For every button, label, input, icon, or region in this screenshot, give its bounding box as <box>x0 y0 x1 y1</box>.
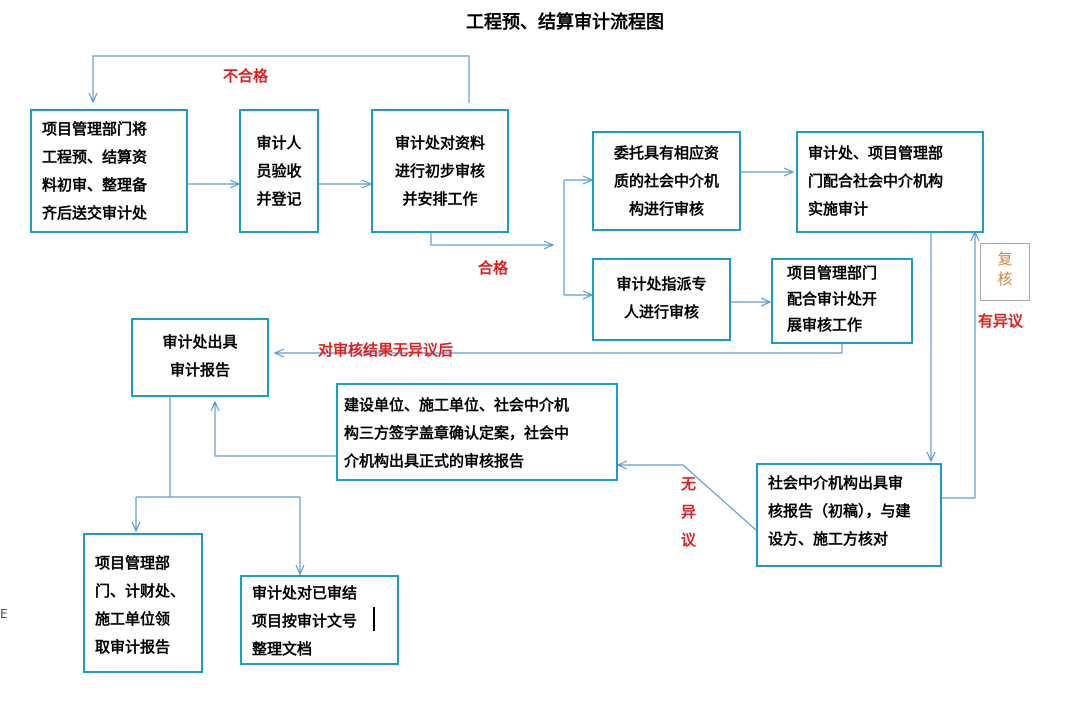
node-archive: 审计处对已审结 项目按审计文号 整理文档 <box>240 575 399 665</box>
node-issue-report: 审计处出具 审计报告 <box>131 318 269 397</box>
arrow-no-objection-after <box>275 343 843 353</box>
node-receive-register: 审计人 员验收 并登记 <box>239 109 319 233</box>
text-cursor <box>373 607 375 631</box>
node-receive-report: 项目管理部 门、计财处、 施工单位领 取审计报告 <box>83 533 203 673</box>
node-assign-staff: 审计处指派专 人进行审核 <box>592 258 731 341</box>
node-cooperate-audit: 项目管理部门 配合审计处开 展审核工作 <box>771 258 913 344</box>
node-entrust-intermediary: 委托具有相应资 质的社会中介机 构进行审核 <box>592 131 741 231</box>
arrow-sign-issue <box>215 402 336 457</box>
arrow-preliminary-qualified <box>430 232 553 245</box>
node-cooperate-intermediary: 审计处、项目管理部 门配合社会中介机构 实施审计 <box>796 131 984 233</box>
arrow-draft-sign <box>618 465 757 531</box>
node-sign-confirm: 建设单位、施工单位、社会中介机 构三方签字盖章确认定案，社会中 介机构出具正式的… <box>336 383 618 481</box>
node-submit-materials: 项目管理部门将 工程预、结算资 料初审、整理备 齐后送交审计处 <box>30 109 188 233</box>
node-draft-report: 社会中介机构出具审 核报告（初稿），与建 设方、施工方核对 <box>756 463 942 567</box>
review-note-box: 复 核 <box>980 243 1030 301</box>
label-no-objection-vertical: 无 异 议 <box>681 475 697 549</box>
arrow-unqualified-loop <box>93 55 470 103</box>
label-no-objection-after: 对审核结果无异议后 <box>318 341 454 359</box>
label-objection: 有异议 <box>978 312 1024 330</box>
label-unqualified: 不合格 <box>223 67 269 85</box>
arrow-objection-loop <box>942 232 975 499</box>
node-preliminary-review: 审计处对资料 进行初步审核 并安排工作 <box>371 109 509 233</box>
label-qualified: 合格 <box>478 259 509 277</box>
edge-mark: E <box>0 607 8 621</box>
diagram-title: 工程预、结算审计流程图 <box>466 12 664 33</box>
